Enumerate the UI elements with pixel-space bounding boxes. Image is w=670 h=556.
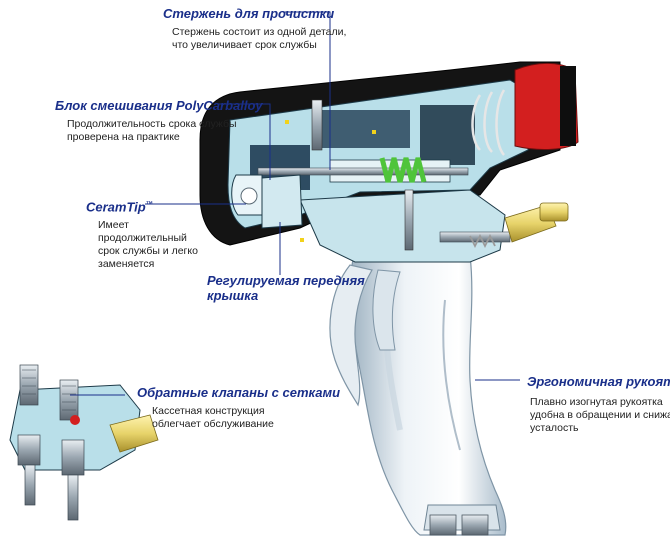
screen-filter — [19, 364, 79, 421]
check-valves-description: Кассетная конструкция облегчает обслужив… — [152, 405, 274, 430]
handle-title: Эргономичная рукоятка — [527, 374, 670, 389]
rod-description: Стержень состоит из одной детали, что ув… — [172, 26, 347, 51]
gun-body — [199, 61, 579, 263]
mixing-block-title: Блок смешивания PolyCarballoy — [55, 98, 263, 113]
trigger — [329, 264, 401, 407]
check-valves-title: Обратные клапаны с сетками — [137, 385, 341, 400]
mixing-block-description: Продолжительность срока службы проверена… — [67, 118, 237, 143]
check-valve-assembly — [9, 364, 159, 521]
ceramtip-nozzle — [240, 187, 258, 205]
leader-rod — [284, 11, 331, 170]
cleaning-rod — [257, 167, 469, 176]
ceramtip-title: CeramTip™ — [86, 199, 153, 215]
rod-title: Стержень для прочистки — [163, 6, 335, 21]
grip-fitting — [429, 514, 489, 536]
ceramtip-description: Имеет продолжительный срок службы и легк… — [98, 219, 198, 270]
leader-lines — [70, 11, 520, 396]
green-spring — [379, 157, 427, 183]
handle-description: Плавно изогнутая рукоятка удобна в обращ… — [530, 396, 670, 434]
air-fitting — [439, 202, 569, 249]
leader-mixing-block — [218, 103, 271, 180]
front-cover-title: Регулируемая передняя крышка — [207, 273, 365, 303]
